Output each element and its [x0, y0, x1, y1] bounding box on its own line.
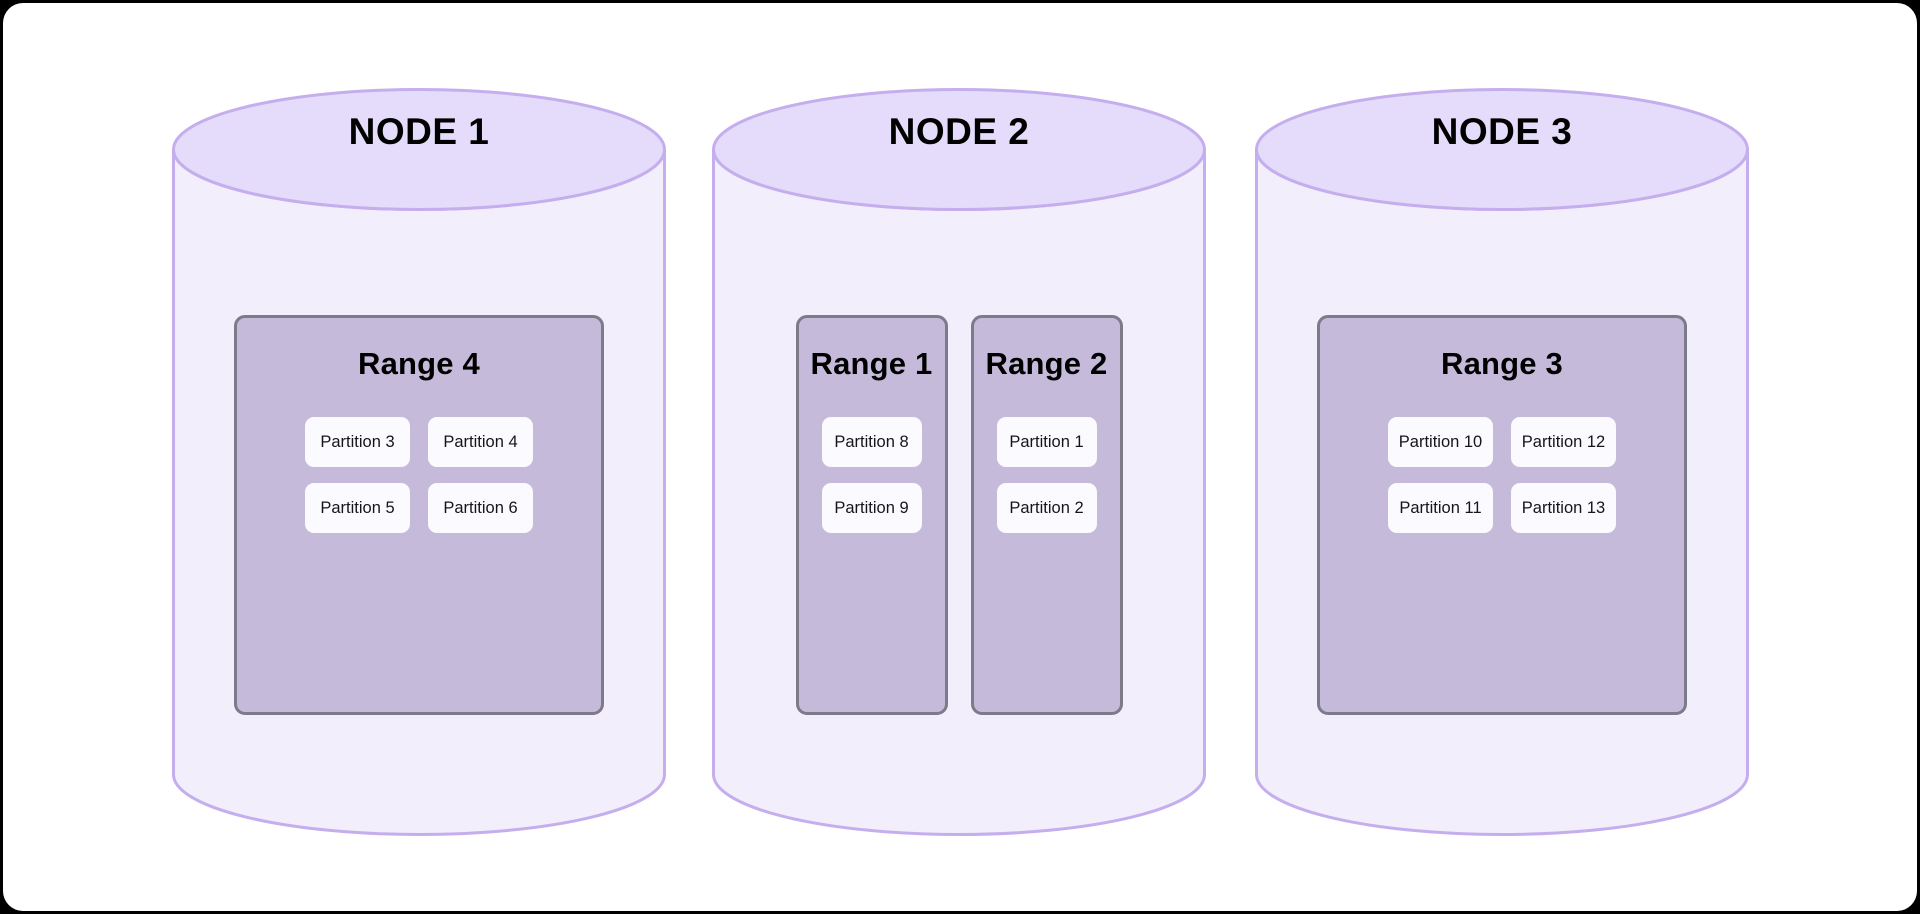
node-title: NODE 3 [1431, 111, 1573, 152]
partition-box[interactable]: Partition 8 [821, 417, 922, 467]
partition-grid: Partition 10 Partition 12 Partition 11 Part… [1388, 417, 1616, 533]
cylinder-top-face [172, 88, 666, 211]
cylinder-top-face [712, 88, 1206, 211]
range-row: Range 4 Partition 3 Partition 4 Partition 5… [172, 315, 666, 715]
partition-box[interactable]: Partition 4 [428, 417, 533, 467]
range-title: Range 4 [358, 346, 480, 381]
range-box[interactable]: Range 2 Partition 1 Partition 2 [970, 315, 1123, 715]
partition-box[interactable]: Partition 12 [1511, 417, 1616, 467]
partition-box[interactable]: Partition 9 [821, 483, 922, 533]
node-title: NODE 1 [348, 111, 490, 152]
range-title: Range 3 [1441, 346, 1563, 381]
range-row: Range 1 Partition 8 Partition 9 Range 2 Part… [712, 315, 1206, 715]
partition-grid: Partition 8 Partition 9 [821, 417, 922, 533]
range-title: Range 1 [810, 346, 933, 381]
partition-grid: Partition 3 Partition 4 Partition 5 Partiti… [305, 417, 533, 533]
partition-box[interactable]: Partition 2 [996, 483, 1097, 533]
node-title: NODE 2 [888, 111, 1030, 152]
partition-box[interactable]: Partition 5 [305, 483, 410, 533]
range-title: Range 2 [985, 346, 1108, 381]
partition-grid: Partition 1 Partition 2 [996, 417, 1097, 533]
range-box[interactable]: Range 1 Partition 8 Partition 9 [795, 315, 948, 715]
partition-box[interactable]: Partition 13 [1511, 483, 1616, 533]
partition-box[interactable]: Partition 6 [428, 483, 533, 533]
partition-box[interactable]: Partition 10 [1388, 417, 1493, 467]
partition-box[interactable]: Partition 3 [305, 417, 410, 467]
range-box[interactable]: Range 4 Partition 3 Partition 4 Partition 5… [234, 315, 604, 715]
cylinder-top-face [1255, 88, 1749, 211]
partition-box[interactable]: Partition 11 [1388, 483, 1493, 533]
partition-box[interactable]: Partition 1 [996, 417, 1097, 467]
